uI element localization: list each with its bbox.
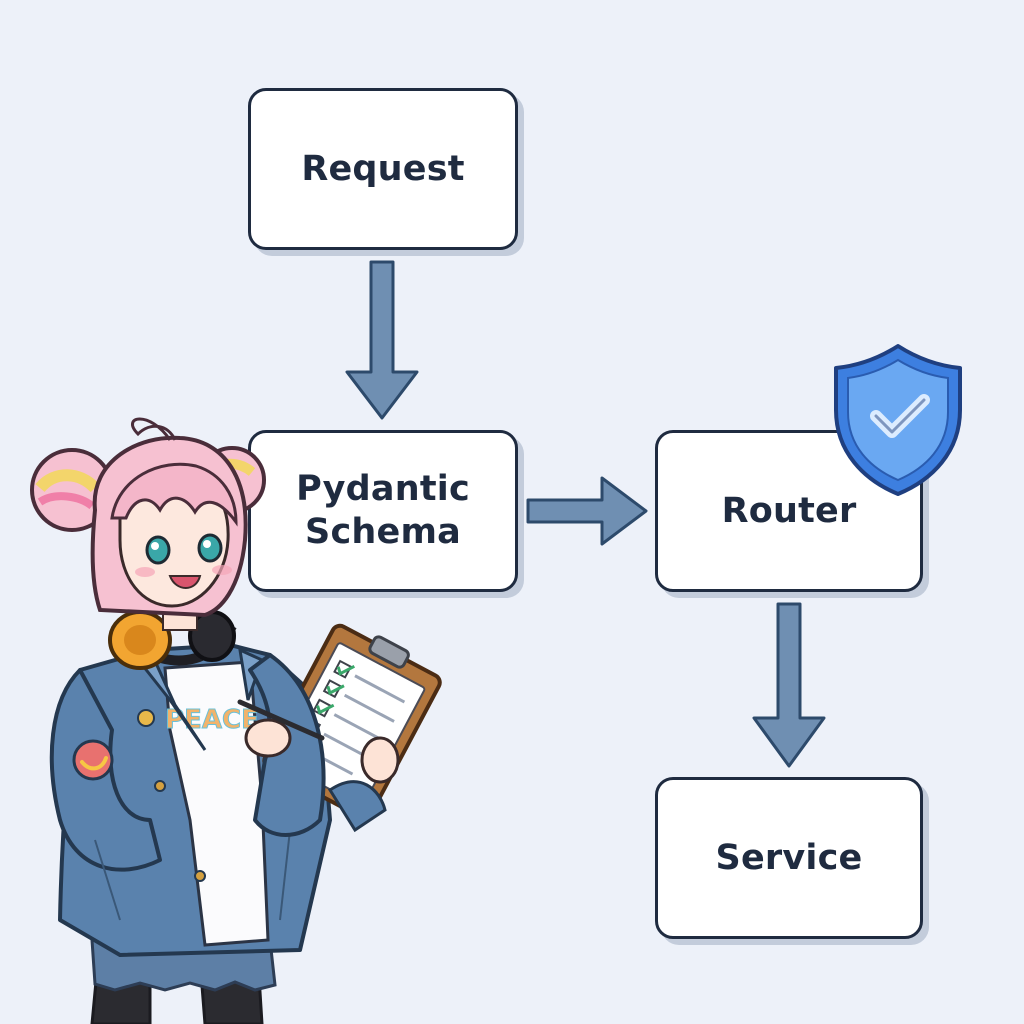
node-router: Router — [655, 430, 923, 592]
node-request-label: Request — [301, 148, 465, 189]
arrow-pydantic-to-router — [526, 476, 648, 546]
jacket-patch — [72, 739, 114, 781]
node-service-label: Service — [715, 837, 863, 878]
girl-with-clipboard-illustration: PEACE — [30, 417, 442, 1024]
shield-check-icon — [834, 344, 962, 496]
node-pydantic-schema-label: Pydantic Schema — [296, 469, 470, 552]
shirt-peace-text: PEACE — [165, 705, 259, 735]
arms-and-hands — [237, 653, 400, 837]
denim-jacket: PEACE — [49, 643, 332, 957]
headphones-icon — [108, 610, 237, 670]
arrow-router-to-service — [752, 602, 826, 768]
node-pydantic-schema: Pydantic Schema — [248, 430, 518, 592]
node-service: Service — [655, 777, 923, 939]
character-head — [30, 417, 266, 618]
node-request: Request — [248, 88, 518, 250]
node-router-label: Router — [721, 490, 857, 531]
arrow-request-to-pydantic — [345, 260, 419, 420]
